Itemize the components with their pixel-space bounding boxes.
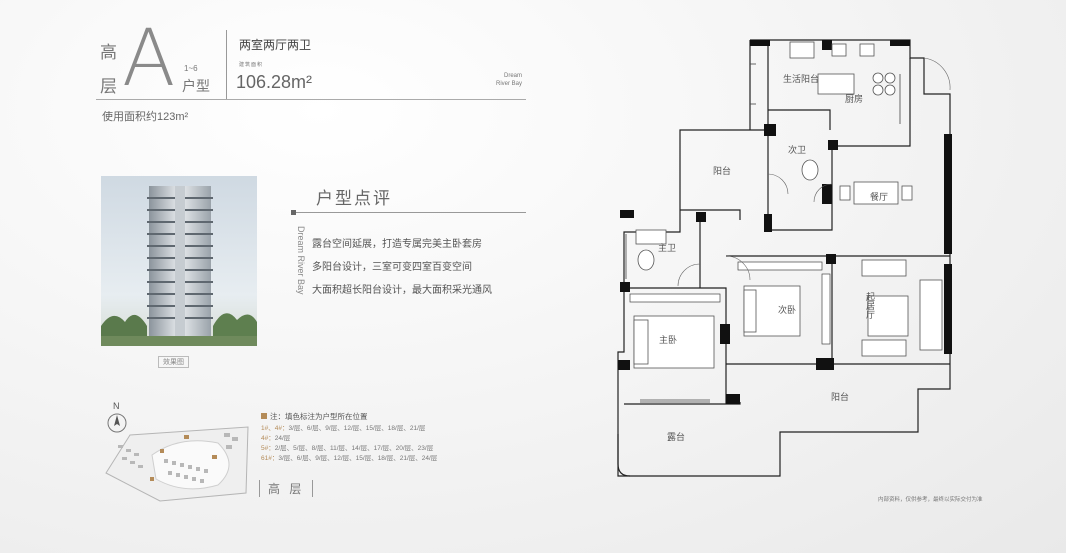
grade-char-1: 高 bbox=[100, 43, 117, 62]
north-label: N bbox=[113, 401, 120, 411]
room-balcony-bottom: 阳台 bbox=[831, 392, 850, 402]
room-second-bedroom: 次卧 bbox=[778, 305, 797, 315]
rendering-photo bbox=[101, 176, 257, 346]
photo-caption: 效果图 bbox=[158, 356, 189, 368]
room-utility-balcony: 生活阳台 bbox=[783, 74, 820, 84]
photo-caption-text: 效果图 bbox=[163, 359, 184, 366]
disclaimer: 内部资料，仅供参考，最终以实际交付为准 bbox=[878, 497, 983, 503]
floor-plan bbox=[617, 39, 952, 477]
review-points: 露台空间延展，打造专属完美主卧套房 多阳台设计，三室可变四室百变空间 大面积超长… bbox=[312, 235, 532, 304]
note-row: 5#：2/层、5/层、8/层、11/层、14/层、17/层、20/层、23/层 bbox=[261, 444, 521, 454]
note-row: 1#、4#：3/层、6/层、9/层、12/层、15/层、18/层、21/层 bbox=[261, 424, 521, 434]
grade-char-2: 层 bbox=[100, 77, 117, 96]
unit-layout: 两室两厅两卫 bbox=[239, 38, 312, 52]
room-dining: 餐厅 bbox=[870, 192, 889, 202]
zone-label: 高 层 bbox=[259, 480, 314, 497]
unit-header: 高 层 A 1~6 户型 两室两厅两卫 建筑面积 106.28m² Dream … bbox=[96, 18, 536, 128]
review-point-2: 多阳台设计，三室可变四室百变空间 bbox=[312, 262, 472, 273]
review-title: 户型点评 bbox=[316, 189, 392, 208]
unit-type-label: 户型 bbox=[182, 78, 210, 94]
note-title: 注：填色标注为户型所在位置 bbox=[261, 412, 521, 422]
note-marker-icon bbox=[261, 413, 267, 419]
room-master-bath: 主卫 bbox=[658, 243, 677, 253]
compass-icon bbox=[107, 413, 127, 433]
header-underline bbox=[96, 99, 526, 100]
room-terrace: 露台 bbox=[667, 432, 686, 442]
site-note: 注：填色标注为户型所在位置 1#、4#：3/层、6/层、9/层、12/层、15/… bbox=[261, 412, 521, 464]
brand-line-1: Dream bbox=[503, 73, 522, 79]
review-divider-dot bbox=[291, 210, 296, 215]
note-floors: 3/层、6/层、9/层、12/层、15/层、18/层、21/层、24/层 bbox=[278, 455, 438, 462]
area-caption: 建筑面积 bbox=[239, 62, 264, 68]
floor-range: 1~6 bbox=[184, 64, 198, 73]
note-floors: 2/层、5/层、8/层、11/层、14/层、17/层、20/层、23/层 bbox=[274, 445, 434, 452]
room-kitchen: 厨房 bbox=[845, 94, 864, 104]
room-living: 起居厅 bbox=[865, 292, 875, 319]
note-floors: 24/层 bbox=[274, 435, 291, 442]
note-building: 61#： bbox=[261, 455, 279, 462]
note-building: 1#、4#： bbox=[261, 425, 289, 432]
vertical-brand: Dream River Bay bbox=[296, 226, 306, 295]
unit-letter: A bbox=[122, 14, 176, 104]
header-divider bbox=[226, 30, 227, 100]
note-building: 4#： bbox=[261, 435, 275, 442]
review-point-3: 大面积超长阳台设计，最大面积采光通风 bbox=[312, 285, 492, 296]
tower-rendering bbox=[101, 186, 257, 346]
area-value: 106.28m² bbox=[236, 72, 313, 92]
room-balcony-top: 阳台 bbox=[713, 166, 732, 176]
site-plan-map bbox=[105, 426, 249, 502]
brand-line-2: River Bay bbox=[495, 81, 522, 87]
note-row: 4#：24/层 bbox=[261, 434, 521, 444]
room-master-bedroom: 主卧 bbox=[659, 335, 678, 345]
room-bath2: 次卫 bbox=[788, 145, 807, 155]
usable-area: 使用面积约123m² bbox=[102, 111, 189, 123]
review-point-1: 露台空间延展，打造专属完美主卧套房 bbox=[312, 239, 482, 250]
sofa bbox=[919, 279, 943, 351]
note-row: 61#：3/层、6/层、9/层、12/层、15/层、18/层、21/层、24/层 bbox=[261, 454, 521, 464]
note-floors: 3/层、6/层、9/层、12/层、15/层、18/层、21/层 bbox=[288, 425, 426, 432]
review-divider bbox=[293, 212, 526, 213]
dining-table bbox=[853, 181, 899, 205]
note-title-text: 注：填色标注为户型所在位置 bbox=[270, 412, 368, 421]
note-building: 5#： bbox=[261, 445, 275, 452]
